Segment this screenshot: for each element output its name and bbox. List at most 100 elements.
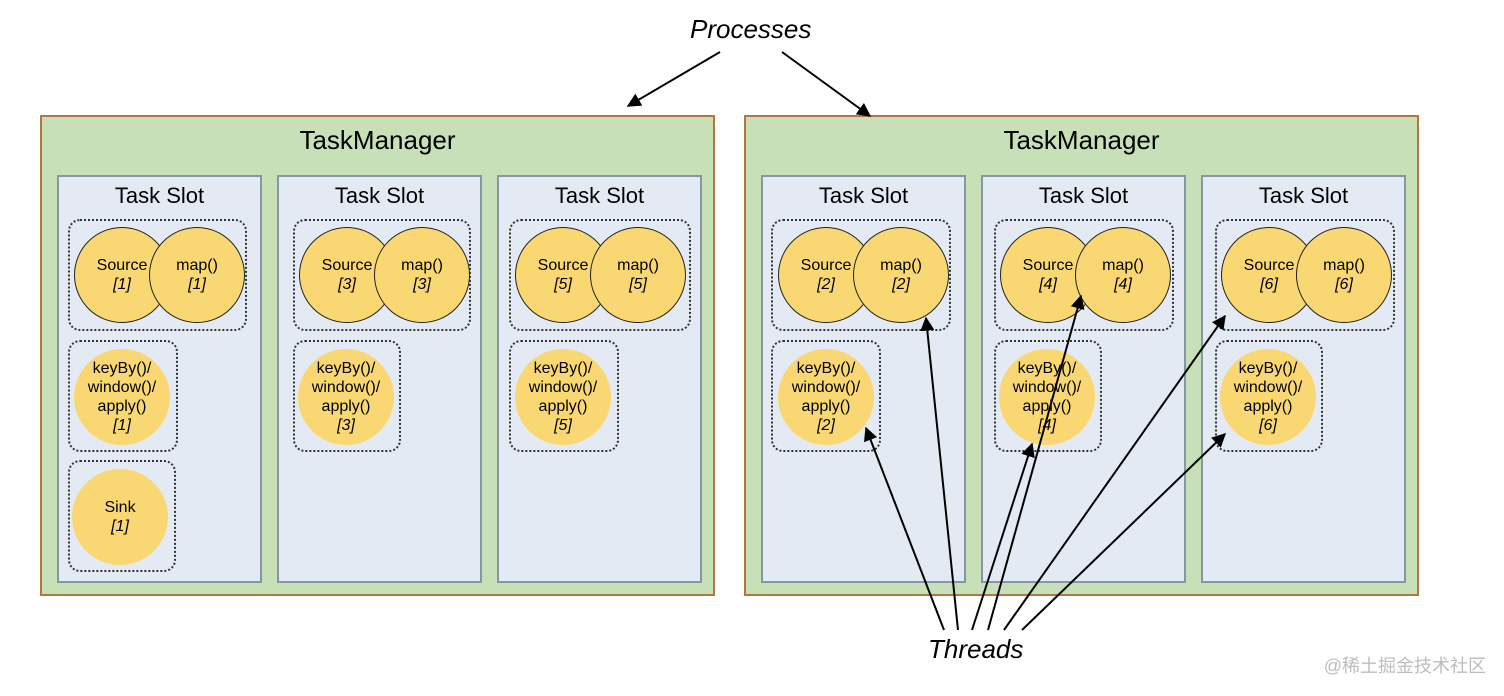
operator-label: Source xyxy=(1243,257,1295,274)
operator-label: apply() xyxy=(538,398,588,415)
keyby-window-apply-operator: keyBy()/ window()/ apply() [3] xyxy=(298,349,394,445)
task-slot-title: Task Slot xyxy=(554,183,645,208)
thread-arrow xyxy=(1003,314,1226,631)
task-slot-1: Task Slot Source [1] map() [1] keyBy()/ … xyxy=(57,175,262,583)
map-operator: map() [4] xyxy=(1075,227,1171,323)
map-operator: map() [6] xyxy=(1296,227,1392,323)
taskmanager-1: TaskManager Task Slot Source [1] map() [… xyxy=(40,115,715,596)
operator-label: map() xyxy=(1323,257,1365,274)
operator-index: [6] xyxy=(1335,276,1353,293)
source-map-group xyxy=(293,219,471,331)
keyby-group xyxy=(771,340,881,452)
operator-label: apply() xyxy=(321,398,371,415)
thread-arrow xyxy=(987,294,1085,631)
operator-label: Source xyxy=(1022,257,1074,274)
operator-index: [3] xyxy=(338,276,356,293)
map-operator: map() [3] xyxy=(374,227,470,323)
taskmanager-2: TaskManager Task Slot Source [2] map() [… xyxy=(744,115,1419,596)
operator-label: window()/ xyxy=(87,379,157,396)
task-slot-title: Task Slot xyxy=(334,183,425,208)
operator-index: [4] xyxy=(1114,276,1132,293)
source-operator: Source [6] xyxy=(1221,227,1317,323)
processes-label: Processes xyxy=(690,14,812,44)
source-map-group xyxy=(771,219,951,331)
operator-index: [2] xyxy=(892,276,910,293)
operator-index: [3] xyxy=(413,276,431,293)
operator-label: keyBy()/ xyxy=(1238,360,1298,377)
thread-arrow xyxy=(971,442,1035,631)
operator-index: [1] xyxy=(113,276,131,293)
operator-index: [5] xyxy=(629,276,647,293)
task-slot-6: Task Slot Source [6] map() [6] keyBy()/ … xyxy=(1201,175,1406,583)
task-slot-3: Task Slot Source [5] map() [5] keyBy()/ … xyxy=(497,175,702,583)
operator-label: window()/ xyxy=(791,379,861,396)
operator-index: [5] xyxy=(554,276,572,293)
process-arrow-left xyxy=(626,51,721,107)
operator-label: map() xyxy=(880,257,922,274)
sink-group xyxy=(68,460,176,572)
source-map-group xyxy=(1215,219,1395,331)
map-operator: map() [2] xyxy=(853,227,949,323)
source-map-group xyxy=(68,219,247,331)
watermark: @稀土掘金技术社区 xyxy=(1323,656,1486,676)
taskmanager-title: TaskManager xyxy=(299,125,456,155)
operator-index: [2] xyxy=(817,276,835,293)
keyby-window-apply-operator: keyBy()/ window()/ apply() [2] xyxy=(778,349,874,445)
keyby-window-apply-operator: keyBy()/ window()/ apply() [6] xyxy=(1220,349,1316,445)
operator-label: apply() xyxy=(801,398,851,415)
operator-index: [1] xyxy=(111,518,129,535)
keyby-window-apply-operator: keyBy()/ window()/ apply() [4] xyxy=(999,349,1095,445)
operator-index: [4] xyxy=(1039,276,1057,293)
operator-label: window()/ xyxy=(311,379,381,396)
operator-index: [3] xyxy=(337,417,355,434)
keyby-window-apply-operator: keyBy()/ window()/ apply() [1] xyxy=(74,349,170,445)
thread-arrow xyxy=(864,426,945,631)
keyby-group xyxy=(1215,340,1323,452)
operator-label: apply() xyxy=(97,398,147,415)
operator-index: [4] xyxy=(1038,417,1056,434)
source-map-group xyxy=(994,219,1174,331)
task-slot-title: Task Slot xyxy=(114,183,205,208)
operator-label: apply() xyxy=(1243,398,1293,415)
thread-arrow xyxy=(1021,433,1227,631)
keyby-group xyxy=(68,340,178,452)
operator-label: keyBy()/ xyxy=(533,360,593,377)
source-map-group xyxy=(509,219,691,331)
operator-label: Source xyxy=(321,257,373,274)
operator-index: [1] xyxy=(188,276,206,293)
operator-index: [1] xyxy=(113,417,131,434)
task-slot-title: Task Slot xyxy=(1258,183,1349,208)
operator-label: map() xyxy=(176,257,218,274)
operator-label: Sink xyxy=(104,499,136,516)
threads-label: Threads xyxy=(928,634,1024,664)
task-slot-2: Task Slot Source [3] map() [3] keyBy()/ … xyxy=(277,175,482,583)
operator-label: keyBy()/ xyxy=(92,360,152,377)
operator-label: map() xyxy=(1102,257,1144,274)
operator-label: keyBy()/ xyxy=(316,360,376,377)
operator-index: [5] xyxy=(554,417,572,434)
task-slot-5: Task Slot Source [4] map() [4] keyBy()/ … xyxy=(981,175,1186,583)
operator-label: keyBy()/ xyxy=(796,360,856,377)
operator-label: Source xyxy=(96,257,148,274)
operator-index: [6] xyxy=(1259,417,1277,434)
source-operator: Source [2] xyxy=(778,227,874,323)
operator-label: Source xyxy=(537,257,589,274)
thread-arrow xyxy=(920,316,959,631)
operator-label: window()/ xyxy=(528,379,598,396)
keyby-group xyxy=(293,340,401,452)
keyby-window-apply-operator: keyBy()/ window()/ apply() [5] xyxy=(515,349,611,445)
operator-label: map() xyxy=(401,257,443,274)
process-arrow-right xyxy=(781,51,872,117)
operator-label: map() xyxy=(617,257,659,274)
operator-label: apply() xyxy=(1022,398,1072,415)
operator-label: Source xyxy=(800,257,852,274)
task-slot-title: Task Slot xyxy=(818,183,909,208)
map-operator: map() [5] xyxy=(590,227,686,323)
operator-label: window()/ xyxy=(1233,379,1303,396)
keyby-group xyxy=(994,340,1102,452)
operator-label: window()/ xyxy=(1012,379,1082,396)
task-slot-title: Task Slot xyxy=(1038,183,1129,208)
map-operator: map() [1] xyxy=(149,227,245,323)
operator-index: [2] xyxy=(817,417,835,434)
